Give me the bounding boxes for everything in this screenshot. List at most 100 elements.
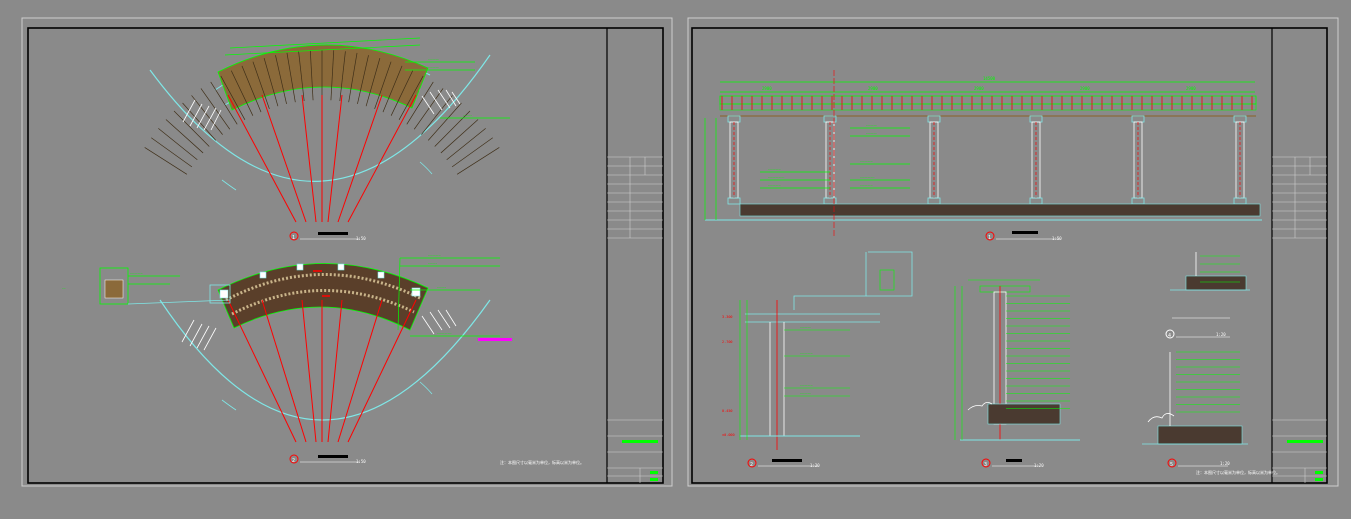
plan-1-slat <box>220 75 246 120</box>
sheet-left-title-block <box>607 156 663 483</box>
plan-1-pergola-top: ……………… ……………… …………… <box>144 37 510 223</box>
plan-1-slat <box>427 102 462 141</box>
elevation-1-bay-dim: 2900 <box>1186 86 1196 91</box>
radial-axis-line <box>261 94 307 223</box>
radial-axis-line <box>327 299 343 443</box>
plan-1-slat <box>230 70 254 116</box>
plan-1-slat <box>382 65 403 113</box>
sheet-right-frame <box>691 27 1328 484</box>
plan-1-slat <box>398 75 424 120</box>
sheet-right-note: 注：本图尺寸以毫米为单位，标高以米为单位。 <box>1196 469 1280 475</box>
plan-1-slat <box>210 81 238 125</box>
radial-axis-line <box>261 299 307 443</box>
section-3-tag: 3 <box>984 462 987 468</box>
plan-1-slat <box>339 51 346 102</box>
plan-1-slat <box>144 147 188 175</box>
plan-1-slat <box>263 58 279 107</box>
radial-axis-line <box>301 94 317 223</box>
svg-text:…………………: ………………… <box>860 183 873 187</box>
section-2-level-top: 3.300 <box>722 315 733 319</box>
svg-text:……: …… <box>62 286 66 290</box>
plan-1-slat <box>451 137 493 168</box>
elevation-1-section-tag: 1 <box>988 235 991 241</box>
svg-text:………………: ……………… <box>428 57 439 61</box>
plan-1-slat <box>390 70 414 116</box>
plan-1-slat <box>191 95 223 135</box>
plan-1-slat <box>365 58 381 107</box>
section-2-level-low: 0.450 <box>722 409 733 413</box>
svg-text:……………: …………… <box>428 261 437 265</box>
plan-1-slat <box>298 51 305 102</box>
svg-text:……………………: …………………… <box>437 331 452 335</box>
svg-text:…………………: ………………… <box>768 183 781 187</box>
plan-1-slat <box>309 50 314 101</box>
plan-2-ground-plan: ………………… …… ………………… …………… …………… …………………… <box>62 253 512 443</box>
plan-1-slat <box>456 147 500 175</box>
detail-4-paving <box>1170 252 1250 319</box>
svg-text:……………: …………… <box>437 285 446 289</box>
section-2-tag: 2 <box>750 462 753 468</box>
radial-axis-line <box>301 299 317 443</box>
section-2-level-ground: ±0.000 <box>722 433 735 437</box>
svg-text:…………………: ………………… <box>860 159 873 163</box>
plan-2-section-tag: 2 <box>292 458 295 464</box>
plan-1-slat <box>440 119 479 154</box>
sheet-left-frame <box>27 27 664 484</box>
svg-text:…………………: ………………… <box>800 351 813 355</box>
svg-text:…………………: ………………… <box>768 167 781 171</box>
sheet-left-note: 注：本图尺寸以毫米为单位，标高以米为单位。 <box>500 459 584 465</box>
radial-axis-line <box>227 299 297 443</box>
elevation-1-bay-dim: 2900 <box>762 86 772 91</box>
plan-1-slat <box>446 128 486 161</box>
radial-axis-line <box>347 94 417 223</box>
plan-1-section-tag: 1 <box>292 235 295 241</box>
plan-1-slat <box>151 137 193 168</box>
elevation-1-section-label: 1 1:50 <box>985 231 1062 241</box>
svg-text:…………………: ………………… <box>130 271 143 275</box>
detail-5-label: 5 1:20 <box>1167 458 1230 468</box>
elevation-1-bay-dim: 2900 <box>1080 86 1090 91</box>
sheet-left-title-bar <box>622 440 658 443</box>
elevation-1-column <box>927 115 941 205</box>
section-2-column-detail: ……………… ………………… ………………… ……………… 3.300 2.70… <box>722 251 913 450</box>
plan-2-section-label: 2 1:50 <box>289 454 366 464</box>
plan-1-slat <box>275 55 287 105</box>
section-2-scale: 1:20 <box>810 463 820 468</box>
plan-1-slat <box>374 61 392 110</box>
plan-2-column-detail <box>99 267 129 305</box>
plan-2-scale: 1:50 <box>356 459 366 464</box>
elevation-1-scale: 1:50 <box>1052 236 1062 241</box>
detail-4-tag: 4 <box>1168 333 1171 339</box>
elevation-1-ground-band <box>739 203 1261 217</box>
plan-1-slat <box>330 50 335 101</box>
detail-5-edge <box>1142 351 1248 445</box>
plan-2-highlight-tag <box>478 338 512 341</box>
elevation-1-bay-dim: 2900 <box>974 86 984 91</box>
plan-1-scale: 1:50 <box>356 236 366 241</box>
plan-1-slat <box>165 119 204 154</box>
radial-axis-line <box>347 299 417 443</box>
svg-text:………………………: ……………………… <box>768 175 784 179</box>
svg-text:………………: ……………… <box>866 131 877 135</box>
detail-5-tag: 5 <box>1170 462 1173 468</box>
svg-text:……………: …………… <box>463 113 472 117</box>
sheet-left: ……………… ……………… …………… 1 1:50 <box>21 17 673 487</box>
elevation-1-column <box>727 115 741 205</box>
plan-1-slat <box>421 95 453 135</box>
plan-1-section-label: 1 1:50 <box>289 231 366 241</box>
section-2-level-mid: 2.700 <box>722 340 733 344</box>
svg-text:…………………: ………………… <box>800 383 813 387</box>
section-3-scale: 1:20 <box>1034 463 1044 468</box>
plan-1-slat-band <box>217 44 429 111</box>
svg-text:……………………: …………………… <box>860 175 875 179</box>
elevation-1-column <box>1233 115 1247 205</box>
section-2-label: 2 1:20 <box>747 458 820 468</box>
plan-1-slat <box>182 102 217 141</box>
elevation-1-column <box>1029 115 1043 205</box>
detail-5-scale: 1:20 <box>1220 461 1230 466</box>
elevation-1-overall-dim: 14500 <box>983 76 996 81</box>
